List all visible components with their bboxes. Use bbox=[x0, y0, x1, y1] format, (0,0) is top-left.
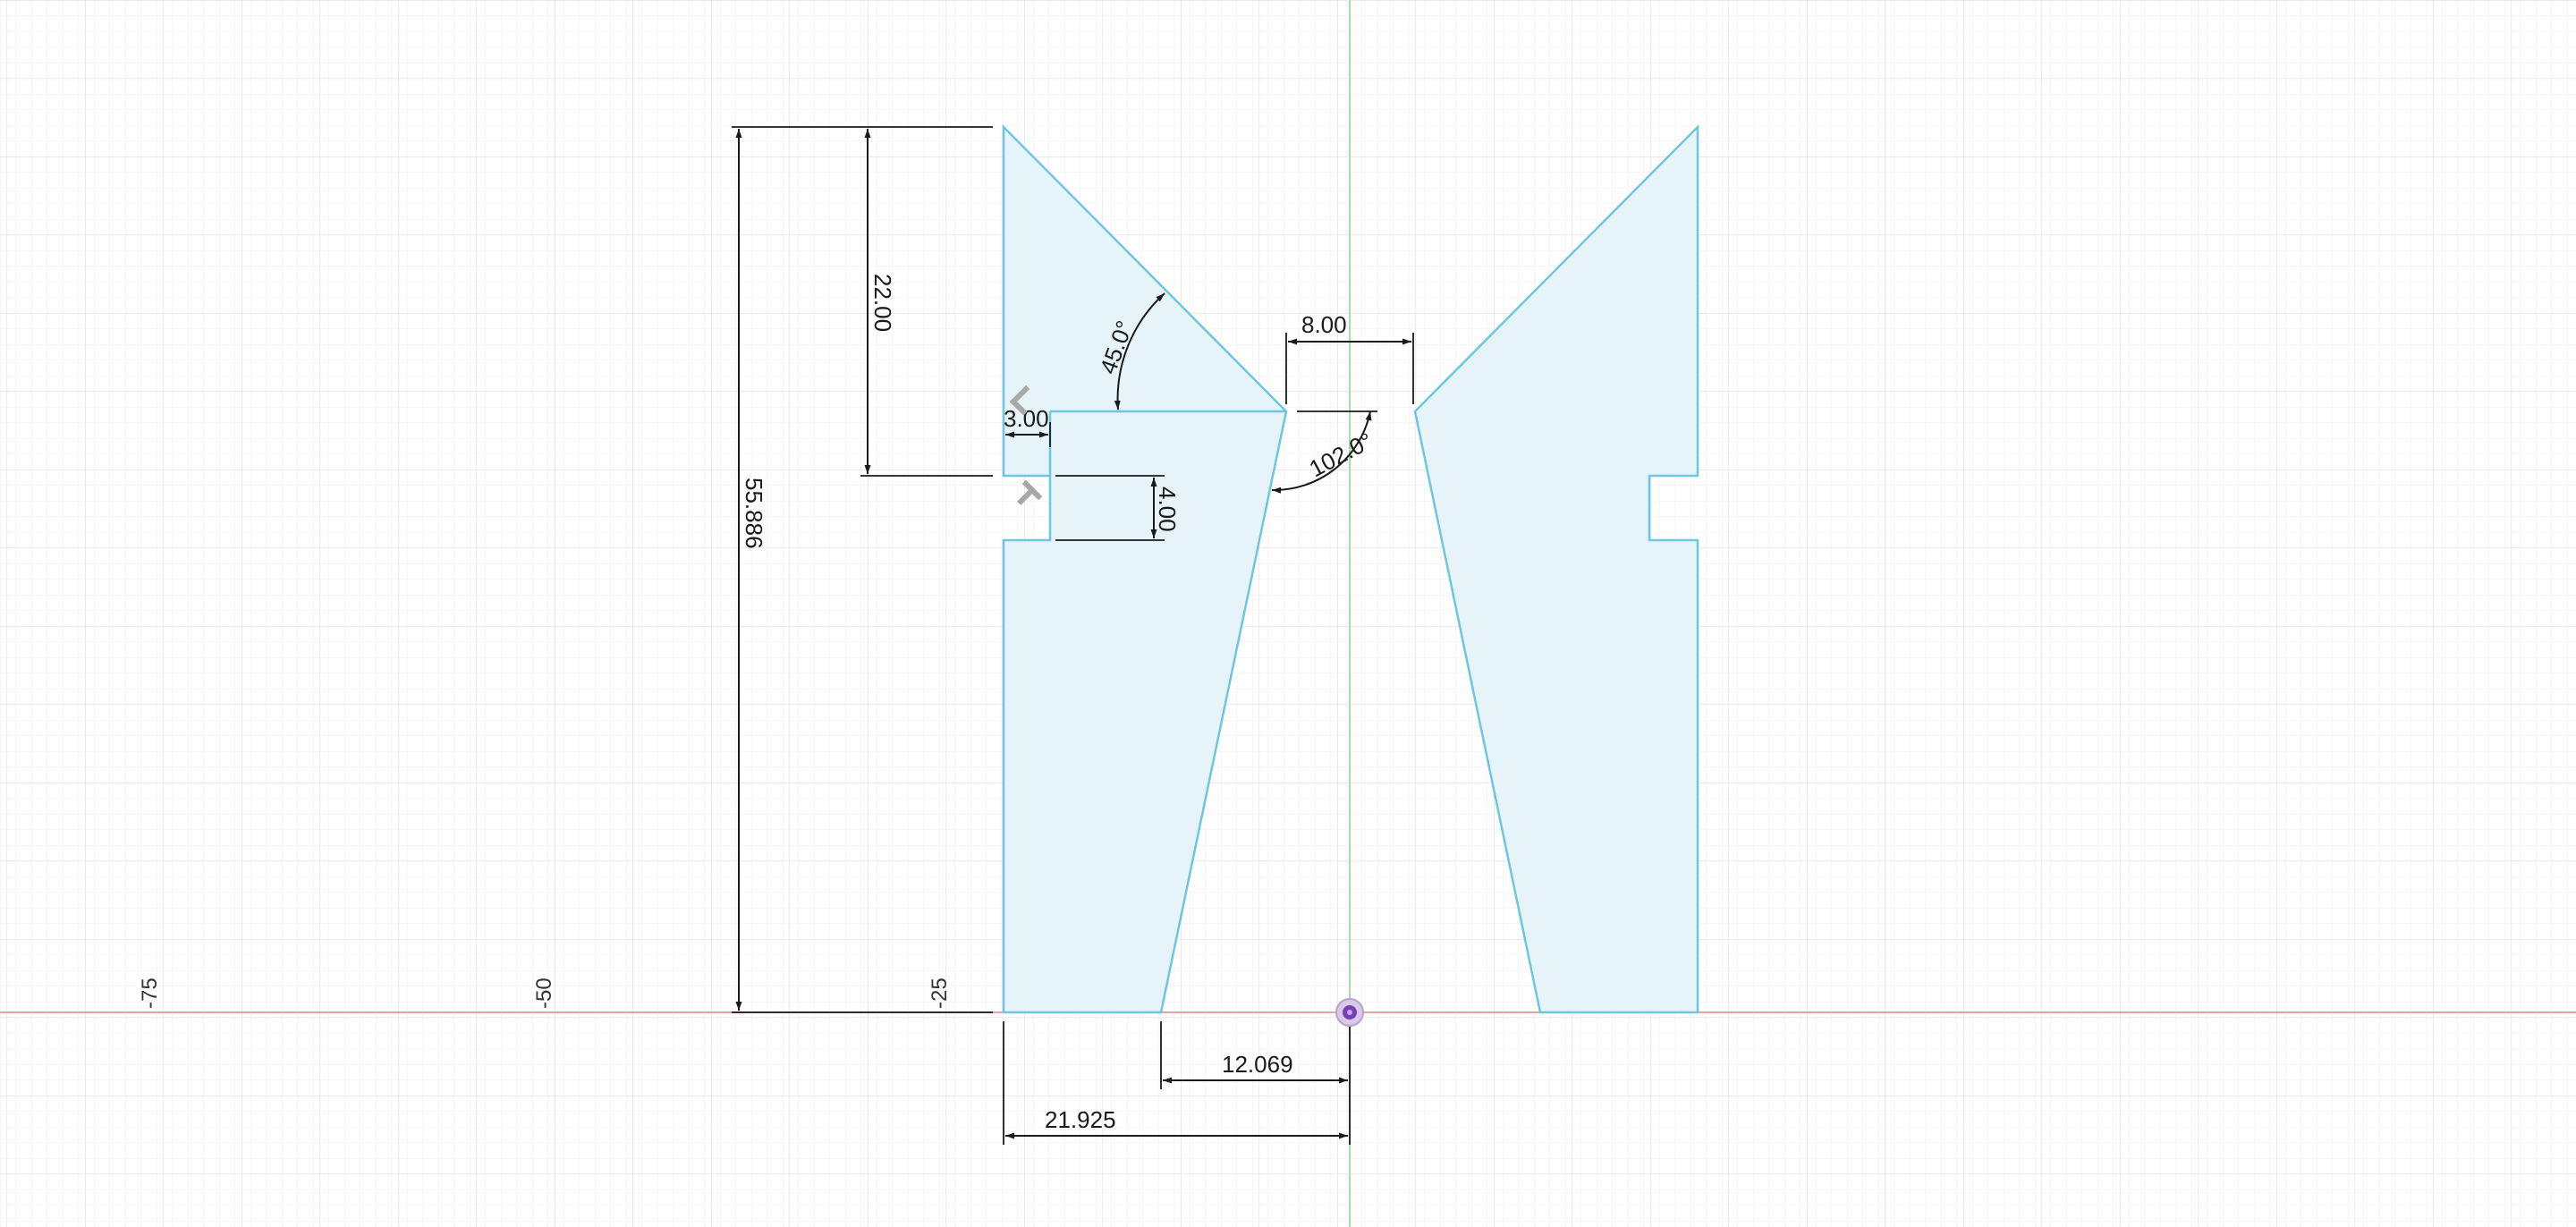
dimension-label[interactable]: 55.886 bbox=[741, 478, 767, 549]
dimension-3[interactable]: 3.00 bbox=[1004, 405, 1051, 447]
perpendicular-constraint-icon[interactable] bbox=[1009, 385, 1040, 416]
axis-tick-label-minus-50: -50 bbox=[532, 977, 556, 1009]
axis-tick-label-minus-25: -25 bbox=[928, 977, 952, 1009]
dimension-label[interactable]: 4.00 bbox=[1154, 487, 1181, 532]
dimension-12069[interactable]: 12.069 bbox=[1160, 1021, 1351, 1089]
dimension-label[interactable]: 12.069 bbox=[1222, 1051, 1293, 1078]
dimension-55886[interactable]: 55.886 bbox=[732, 126, 993, 1013]
dimension-label[interactable]: 8.00 bbox=[1301, 311, 1347, 338]
dimension-label[interactable]: 21.925 bbox=[1045, 1106, 1116, 1133]
dimension-label[interactable]: 22.00 bbox=[869, 274, 896, 332]
dimension-21925[interactable]: 21.925 bbox=[1003, 1021, 1351, 1145]
right-profile-shape[interactable] bbox=[1413, 123, 1699, 1014]
dimension-8[interactable]: 8.00 bbox=[1285, 311, 1414, 404]
axis-tick-label-minus-75: -75 bbox=[138, 977, 162, 1009]
perpendicular-constraint-icon[interactable] bbox=[1011, 479, 1043, 512]
dimension-label[interactable]: 3.00 bbox=[1004, 405, 1049, 432]
origin-point-icon[interactable] bbox=[1335, 998, 1364, 1027]
left-profile-shape[interactable] bbox=[1002, 123, 1288, 1014]
dimension-22[interactable]: 22.00 bbox=[860, 129, 993, 477]
dimension-4[interactable]: 4.00 bbox=[1055, 475, 1181, 541]
